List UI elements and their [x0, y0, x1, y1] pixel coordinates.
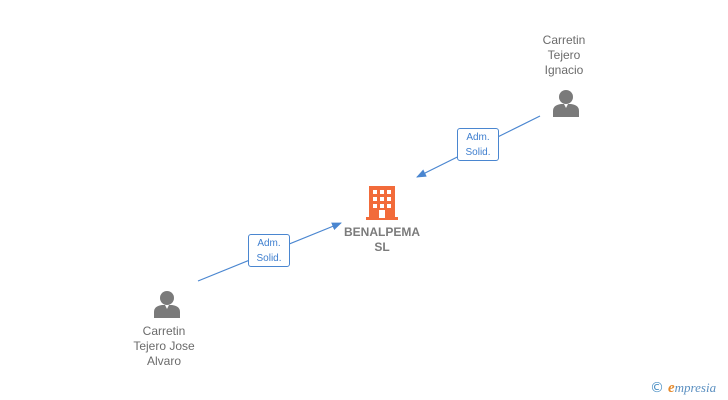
person-icon[interactable] [552, 89, 580, 117]
copyright-icon: © [650, 380, 664, 396]
company-name-line1: BENALPEMA [343, 225, 420, 239]
company-name-line2: SL [374, 240, 390, 254]
empresia-logo: ©empresia [650, 380, 716, 398]
brand-first-letter: e [668, 380, 675, 396]
brand-name: mpresia [674, 380, 717, 395]
building-icon[interactable] [366, 185, 398, 220]
edge-label-ignacio[interactable]: Adm. Solid. [457, 128, 499, 161]
person-icon[interactable] [153, 290, 181, 318]
person-label-ignacio[interactable]: Carretin Tejero Ignacio [542, 33, 586, 77]
person-label-jose-alvaro[interactable]: Carretin Tejero Jose Alvaro [133, 324, 195, 368]
edge-label-jose-alvaro[interactable]: Adm. Solid. [248, 234, 290, 267]
company-name[interactable]: BENALPEMA SL [330, 225, 434, 255]
